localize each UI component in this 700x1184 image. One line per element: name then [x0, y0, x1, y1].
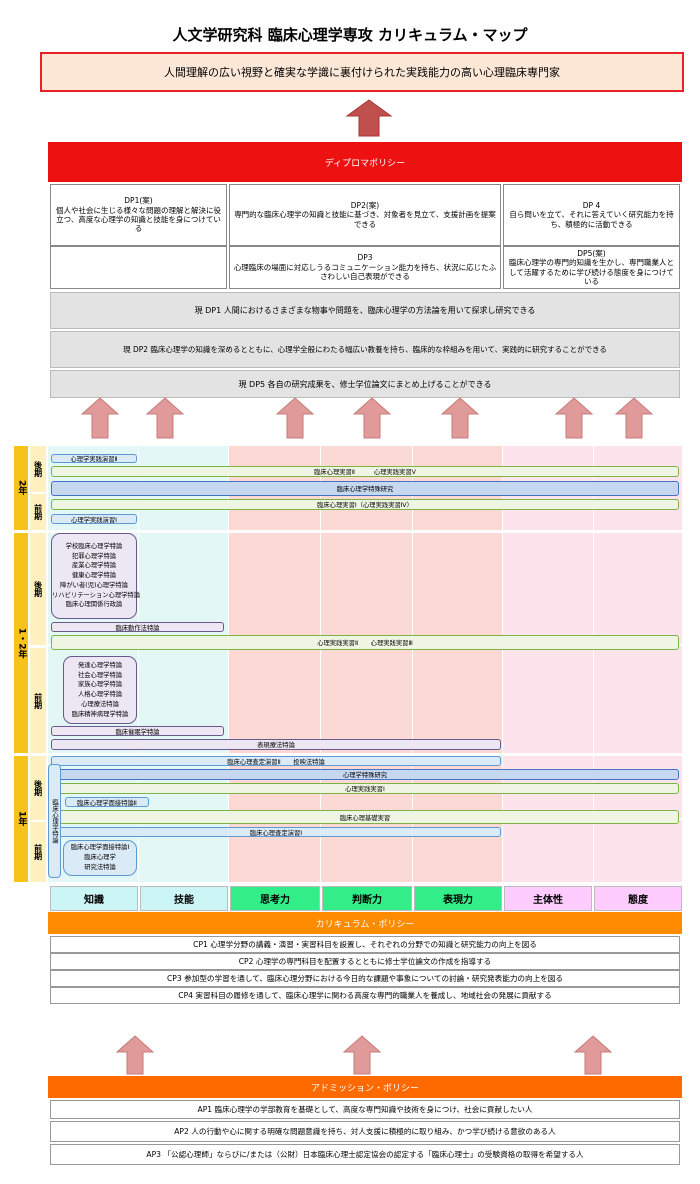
dp5-label: DP5(案): [577, 248, 606, 258]
course-bar: 臨床心理査定演習Ⅰ: [51, 827, 501, 837]
dp2-text: 専門的な臨床心理学の知識と技能に基づき、対象者を見立て、支援計画を提案できる: [234, 210, 496, 229]
arrow-up-icon: [80, 397, 120, 439]
curriculum-policy-header: カリキュラム・ポリシー: [48, 912, 682, 934]
course-item: 人格心理学特論: [77, 691, 123, 698]
course-item: リハビリテーション心理学特論: [52, 591, 141, 599]
term-late-y12: 後期: [30, 533, 46, 645]
arrow-up-icon: [275, 397, 315, 439]
course-item: 臨床精神病理学特論: [71, 710, 129, 718]
course-group-2: 発達心理学特論 社会心理学特論 家族心理学特論 人格心理学特論 心理療法特論 臨…: [63, 656, 137, 724]
course-item: 発達心理学特論: [77, 661, 123, 669]
diploma-policy-header: ディプロマポリシー: [48, 142, 682, 182]
category-thinking: 思考力: [230, 886, 320, 911]
dp2-label: DP2(案): [350, 200, 380, 210]
course-bar: 心理学特殊研究: [51, 769, 679, 780]
dp3-text: 心理臨床の場面に対応しうるコミュニケーション能力を持ち、状況に応じたふさわしい自…: [233, 262, 497, 282]
course-bar: 臨床催眠学特論: [51, 726, 224, 736]
page-title: 人文学研究科 臨床心理学専攻 カリキュラム・マップ: [172, 26, 528, 44]
course-bar: 臨床心理実習Ⅰ（心理実践実習Ⅳ）: [51, 499, 679, 510]
current-dp1: 現 DP1 人間におけるさまざまな物事や問題を、臨床心理学の方法論を用いて探求し…: [50, 292, 680, 329]
arrow-up-icon: [554, 397, 594, 439]
cp2: CP2 心理学の専門科目を配置するとともに修士学位論文の作成を指導する: [50, 953, 680, 970]
arrow-up-icon: [345, 99, 393, 137]
dp1-text: 個人や社会に生じる様々な問題の理解と解決に役立つ、高度な心理学の知識と技能を身に…: [56, 205, 221, 234]
category-judgment: 判断力: [322, 886, 412, 911]
term-late-y1: 後期: [30, 756, 46, 820]
course-bar: 臨床心理学面接特論Ⅱ: [65, 797, 149, 807]
course-bar: 心理学実践演習Ⅰ: [51, 514, 137, 524]
arrow-up-icon: [573, 1035, 613, 1075]
dp4-cell: DP 4 自ら問いを立て、それに答えていく研究能力を持ち、積極的に活動できる: [503, 184, 680, 246]
dp5-text: 臨床心理学の専門的知識を生かし、専門職業人として活躍するために学び続ける態度を身…: [509, 258, 674, 286]
arrow-up-icon: [614, 397, 654, 439]
ap1: AP1 臨床心理学の学部教育を基礎として、高度な専門知識や技術を身につけ、社会に…: [50, 1100, 680, 1119]
side-course-label: 臨床心理学特論: [48, 764, 61, 878]
year-band-12: 1・2年: [14, 533, 28, 753]
current-dp2: 現 DP2 臨床心理学の知識を深めるとともに、心理学全般にわたる幅広い教養を持ち…: [50, 331, 680, 368]
dp3-label: DP3: [357, 253, 373, 263]
cp3: CP3 参加型の学習を通して、臨床心理分野における今日的な課題や事象についての討…: [50, 970, 680, 987]
course-item: 心理療法特論: [81, 700, 119, 708]
cp1: CP1 心理学分野の講義・演習・実習科目を設置し、それぞれの分野での知識と研究能…: [50, 936, 680, 953]
arrow-up-icon: [352, 397, 392, 439]
course-bar: 臨床心理実習Ⅱ 心理実践実習Ⅴ: [51, 466, 679, 477]
course-bar: 臨床心理査定演習Ⅱ 投映法特論: [51, 756, 501, 766]
dp3-cell: DP3 心理臨床の場面に対応しうるコミュニケーション能力を持ち、状況に応じたふさ…: [229, 246, 501, 289]
course-item: 障がい者(児)心理学特論: [60, 581, 128, 589]
course-item: 臨床心理学面接特論Ⅰ: [70, 844, 130, 852]
arrow-up-icon: [440, 397, 480, 439]
dp5-cell: DP5(案) 臨床心理学の専門的知識を生かし、専門職業人として活躍するために学び…: [503, 246, 680, 289]
course-item: 学校臨床心理学特論: [65, 542, 123, 550]
course-item: 犯罪心理学特論: [71, 552, 117, 560]
year-band-1: 1年: [14, 756, 28, 882]
course-item: 臨床心理学: [84, 854, 116, 862]
ap3: AP3 「公認心理師」ならびに/または（公財）日本臨床心理士認定協会の認定する「…: [50, 1144, 680, 1165]
course-bar: 臨床心理学特殊研究: [51, 481, 679, 496]
arrow-up-icon: [145, 397, 185, 439]
course-item: 臨床心理関係行政論: [65, 601, 123, 609]
year-band-2: 2年: [14, 446, 28, 530]
course-item: 研究法特論: [84, 863, 116, 871]
category-initiative: 主体性: [504, 886, 592, 911]
admission-policy-header: アドミッション・ポリシー: [48, 1076, 682, 1098]
dp-empty-cell: [50, 246, 227, 289]
cp4: CP4 実習科目の履修を通して、臨床心理学に関わる高度な専門的職業人を養成し、地…: [50, 987, 680, 1004]
dp2-cell: DP2(案) 専門的な臨床心理学の知識と技能に基づき、対象者を見立て、支援計画を…: [229, 184, 501, 246]
course-bar: 心理実践実習Ⅱ 心理実践実習Ⅲ: [51, 635, 679, 650]
term-early-y1: 前期: [30, 822, 46, 882]
admission-arrow-row: [115, 1035, 613, 1075]
current-dp5: 現 DP5 各自の研究成果を、修士学位論文にまとめ上げることができる: [50, 370, 680, 398]
course-bar: 心理実践実習Ⅰ: [51, 783, 679, 794]
grid-background: [48, 446, 682, 882]
term-early-y2: 前期: [30, 494, 46, 530]
arrow-row: [80, 397, 654, 439]
dp4-text: 自ら問いを立て、それに答えていく研究能力を持ち、積極的に活動できる: [509, 210, 674, 229]
goal-box: 人間理解の広い視野と確実な学識に裏付けられた実践能力の高い心理臨床専門家: [40, 52, 684, 92]
course-bar: 臨床心理基礎実習: [51, 810, 679, 824]
course-bar: 表現療法特論: [51, 739, 501, 750]
dp4-label: DP 4: [582, 200, 601, 210]
course-item: 社会心理学特論: [77, 671, 123, 679]
dp1-label: DP1(案): [124, 196, 153, 206]
course-group-1: 学校臨床心理学特論 犯罪心理学特論 産業心理学特論 健康心理学特論 障がい者(児…: [51, 533, 141, 619]
course-bar: 臨床動作法特論: [51, 622, 224, 632]
course-item: 健康心理学特論: [71, 572, 117, 580]
category-attitude: 態度: [594, 886, 682, 911]
dp1-cell: DP1(案) 個人や社会に生じる様々な問題の理解と解決に役立つ、高度な心理学の知…: [50, 184, 227, 246]
course-item: 産業心理学特論: [71, 562, 117, 570]
arrow-up-icon: [115, 1035, 155, 1075]
course-group-3: 臨床心理学面接特論Ⅰ 臨床心理学 研究法特論: [63, 840, 137, 876]
term-late-y2: 後期: [30, 446, 46, 492]
arrow-up-icon: [342, 1035, 382, 1075]
course-item: 家族心理学特論: [77, 681, 123, 689]
category-expression: 表現力: [414, 886, 502, 911]
ap2: AP2 人の行動や心に関する明確な問題意識を持ち、対人支援に積極的に取り組み、か…: [50, 1121, 680, 1142]
category-knowledge: 知識: [50, 886, 138, 911]
category-skill: 技能: [140, 886, 228, 911]
term-early-y12: 前期: [30, 648, 46, 753]
course-bar: 心理学実践演習Ⅱ: [51, 454, 137, 463]
